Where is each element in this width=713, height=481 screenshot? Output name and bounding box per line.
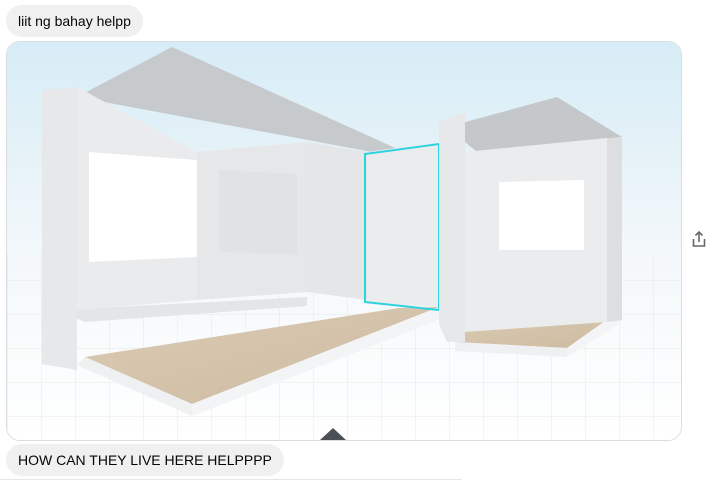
share-icon[interactable] xyxy=(689,229,709,249)
message-bubble: liit ng bahay helpp xyxy=(6,5,143,37)
message-text: liit ng bahay helpp xyxy=(18,13,131,29)
message-text: HOW CAN THEY LIVE HERE HELPPPP xyxy=(18,452,272,468)
house-3d-render xyxy=(7,42,681,440)
menu-caret-icon xyxy=(320,428,346,440)
image-attachment[interactable] xyxy=(6,41,682,441)
message-bubble: HOW CAN THEY LIVE HERE HELPPPP xyxy=(6,444,284,476)
divider xyxy=(0,479,462,480)
